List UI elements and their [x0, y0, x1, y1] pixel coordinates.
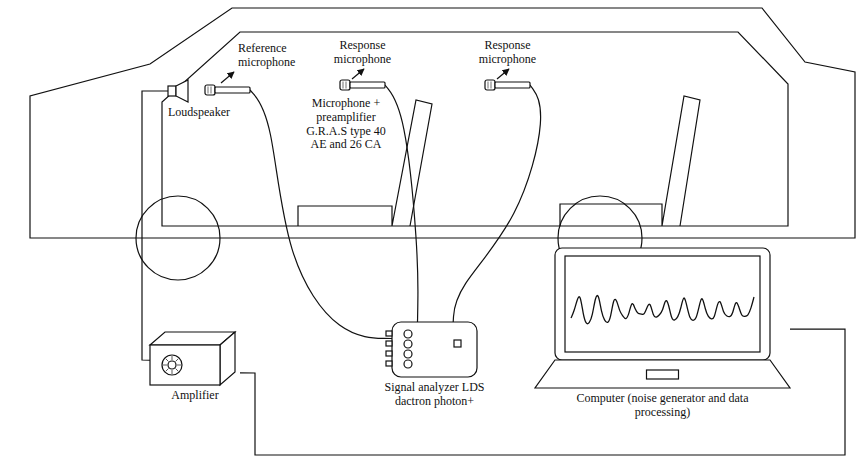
- signal-analyzer: Signal analyzer LDS dactron photon+: [392, 322, 477, 377]
- car-cabin: [162, 32, 788, 226]
- device-label: Amplifier: [171, 389, 218, 403]
- cable: [453, 85, 540, 322]
- loudspeaker: Loudspeaker: [168, 80, 192, 102]
- device-label: Loudspeaker: [168, 106, 230, 120]
- device-label: Computer (noise generator and data proce…: [575, 392, 750, 420]
- device-label: Response microphone: [472, 39, 544, 67]
- device-label: Response microphone: [327, 39, 399, 67]
- front-wheel: [136, 196, 220, 280]
- response-microphone-symbol: [485, 80, 530, 90]
- leader-arrow: [352, 69, 364, 79]
- cable: [385, 85, 418, 322]
- response-microphone-symbol: [340, 80, 385, 90]
- leader-arrow: [221, 72, 234, 83]
- computer: Computer (noise generator and data proce…: [535, 248, 790, 388]
- device-label: Reference microphone: [238, 42, 310, 70]
- rear-seat: [560, 96, 700, 226]
- leader-arrow: [497, 69, 509, 79]
- loudspeaker-symbol: [168, 80, 192, 102]
- device-label: Signal analyzer LDS dactron photon+: [369, 381, 501, 409]
- cable: [250, 90, 392, 339]
- microphone-spec-note: Microphone + preamplifier G.R.A.S type 4…: [300, 97, 392, 152]
- amplifier: Amplifier: [150, 330, 240, 385]
- reference-microphone: Reference microphone: [205, 85, 250, 95]
- cable: [142, 91, 168, 360]
- reference-microphone-symbol: [205, 85, 250, 95]
- computer-symbol: [535, 248, 790, 388]
- response-microphone: Response microphone: [485, 80, 530, 90]
- signal-analyzer-symbol: [392, 322, 477, 377]
- amplifier-symbol: [150, 330, 240, 385]
- response-microphone: Response microphone: [340, 80, 385, 90]
